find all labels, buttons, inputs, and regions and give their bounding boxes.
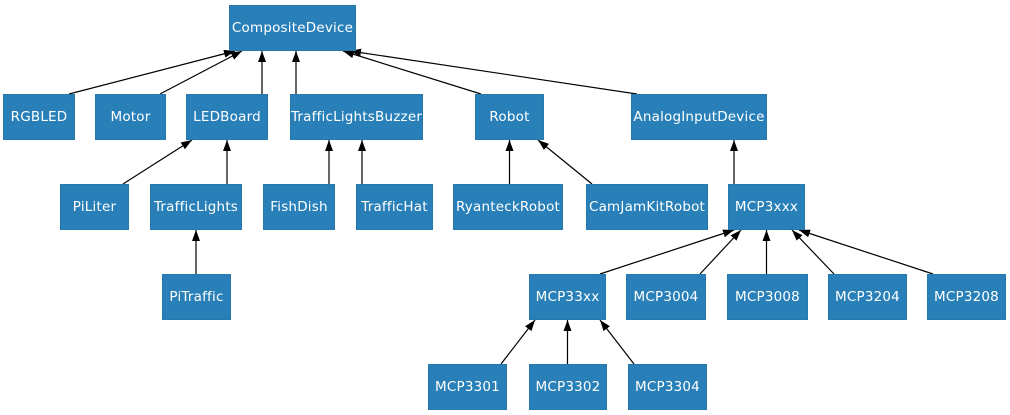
class-node-MCP3008[interactable]: MCP3008	[727, 274, 808, 320]
inheritance-edge-RGBLED-to-CompositeDevice	[68, 49, 236, 95]
class-node-RGBLED[interactable]: RGBLED	[3, 94, 75, 140]
class-node-Robot[interactable]: Robot	[475, 94, 544, 140]
inheritance-edge-MCP3004-to-MCP3xxx	[699, 229, 742, 275]
inheritance-edge-MCP3301-to-MCP33xx	[500, 319, 536, 365]
class-node-PiTraffic[interactable]: PiTraffic	[162, 274, 231, 320]
class-node-Motor[interactable]: Motor	[95, 94, 166, 140]
class-node-PiLiter[interactable]: PiLiter	[60, 184, 129, 230]
inheritance-edge-MCP3204-to-MCP3xxx	[791, 229, 835, 275]
class-node-MCP3304[interactable]: MCP3304	[628, 364, 707, 410]
class-node-LEDBoard[interactable]: LEDBoard	[186, 94, 268, 140]
class-node-MCP3302[interactable]: MCP3302	[529, 364, 607, 410]
inheritance-edge-CamJamKitRobot-to-Robot	[537, 139, 593, 185]
inheritance-edge-AnalogInputDevice-to-CompositeDevice	[349, 48, 638, 95]
class-node-MCP3004[interactable]: MCP3004	[626, 274, 706, 320]
class-node-TrafficLights[interactable]: TrafficLights	[150, 184, 242, 230]
class-node-FishDish[interactable]: FishDish	[263, 184, 335, 230]
inheritance-edge-Motor-to-CompositeDevice	[159, 50, 243, 95]
class-node-CamJamKitRobot[interactable]: CamJamKitRobot	[586, 184, 708, 230]
class-node-TrafficLightsBuzzer[interactable]: TrafficLightsBuzzer	[290, 94, 423, 140]
class-node-MCP3208[interactable]: MCP3208	[927, 274, 1006, 320]
inheritance-edge-MCP3208-to-MCP3xxx	[798, 229, 934, 275]
inheritance-edge-MCP33xx-to-MCP3xxx	[599, 229, 735, 275]
class-node-MCP3301[interactable]: MCP3301	[428, 364, 507, 410]
inheritance-edge-PiLiter-to-LEDBoard	[122, 139, 193, 185]
class-node-MCP3204[interactable]: MCP3204	[828, 274, 907, 320]
inheritance-edge-MCP3304-to-MCP33xx	[599, 319, 635, 365]
class-node-CompositeDevice[interactable]: CompositeDevice	[229, 5, 356, 51]
class-node-MCP3xxx[interactable]: MCP3xxx	[728, 184, 805, 230]
class-node-MCP33xx[interactable]: MCP33xx	[529, 274, 606, 320]
class-node-TrafficHat[interactable]: TrafficHat	[356, 184, 433, 230]
inheritance-edge-Robot-to-CompositeDevice	[342, 50, 482, 95]
class-node-AnalogInputDevice[interactable]: AnalogInputDevice	[631, 94, 767, 140]
class-node-RyanteckRobot[interactable]: RyanteckRobot	[453, 184, 563, 230]
